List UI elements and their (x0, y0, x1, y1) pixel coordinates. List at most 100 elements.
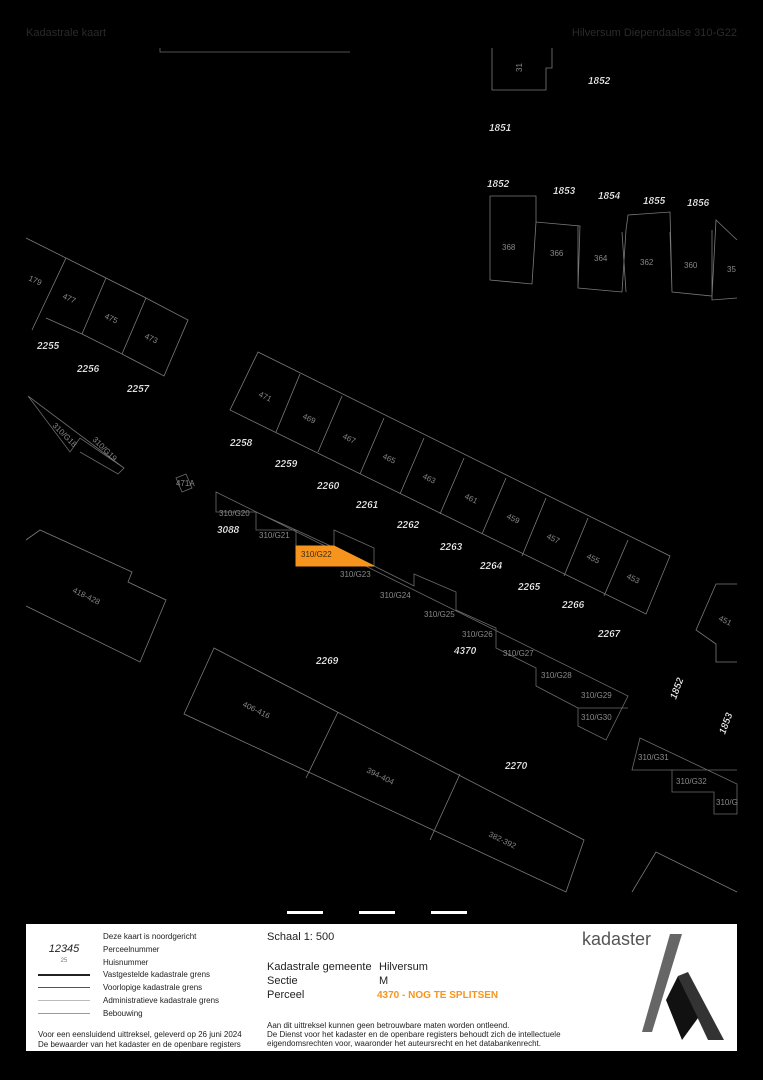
parcel-number: 2257 (126, 384, 150, 395)
building-bottom-right (631, 851, 738, 893)
legend-footer-line2: De bewaarder van het kadaster en de open… (38, 1040, 241, 1049)
parcel-g31-g32 (631, 737, 738, 815)
house-number: 471A (176, 479, 195, 488)
house-number: 31 (515, 63, 524, 72)
parcel-number: 1852 (487, 179, 510, 190)
legend-huisnummer-sample: 25 (60, 958, 68, 964)
house-number: 473 (143, 332, 159, 346)
parcel-code: 310/G32 (676, 777, 707, 786)
building-418-428 (25, 529, 167, 663)
building-row-top-right (489, 195, 738, 301)
scale-text: Schaal 1: 500 (267, 931, 335, 943)
parcel-number: 2255 (36, 341, 60, 352)
house-number: 179 (27, 274, 43, 288)
header-left: Kadastrale kaart (26, 27, 107, 39)
parcel-number: 1853 (717, 711, 735, 736)
parcel-code: 310/G20 (219, 509, 250, 518)
cadastral-map[interactable]: 31 368 366 364 362 360 35 179 477 475 47… (0, 0, 763, 900)
scale-bar-segment (431, 911, 467, 914)
parcel-number: 4370 (453, 646, 477, 657)
disclaimer-line3: eigendomsrechten voor, waaronder het aut… (267, 1039, 541, 1048)
house-number: 35 (727, 265, 736, 274)
parcel-number: 2266 (561, 600, 585, 611)
parcel-code: 310/G21 (259, 531, 290, 540)
house-number: 368 (502, 243, 516, 252)
parcel-number: 2270 (504, 761, 528, 772)
scale-bar-segment (359, 911, 395, 914)
parcel-number: 2264 (479, 561, 503, 572)
parcel-g18-g19 (27, 395, 125, 475)
legend-administratieve: Administratieve kadastrale grens (103, 996, 220, 1005)
house-number: 418-428 (71, 586, 102, 607)
parcel-number: 1852 (668, 676, 686, 701)
legend-bebouwing: Bebouwing (103, 1009, 143, 1018)
parcel-code: 310/G31 (638, 753, 669, 762)
parcel-number: 2265 (517, 582, 541, 593)
legend-vastgestelde: Vastgestelde kadastrale grens (103, 970, 211, 979)
parcel-471a (175, 473, 193, 493)
kadaster-brand-text: kadaster (582, 929, 652, 949)
parcel-code: 310/G30 (581, 713, 612, 722)
house-number: 382-392 (487, 830, 518, 851)
building-row-main (229, 351, 671, 615)
perceel-value: 4370 - NOG TE SPLITSEN (377, 990, 499, 1001)
legend-perceelnummer: Perceelnummer (103, 945, 160, 954)
building-top (491, 48, 553, 91)
sectie-value: M (379, 975, 389, 987)
parcel-number: 1851 (489, 123, 512, 134)
house-number: 360 (684, 261, 698, 270)
house-number: 463 (421, 472, 437, 486)
parcel-number: 2258 (229, 438, 253, 449)
header-right: Hilversum Diependaalse 310-G22 (571, 27, 737, 39)
building-row-lower (183, 647, 585, 893)
parcel-code: 310/G26 (462, 630, 493, 639)
parcel-code: 310/G29 (581, 691, 612, 700)
parcel-number: 2262 (396, 520, 420, 531)
perceel-label: Perceel (267, 989, 305, 1001)
gemeente-label: Kadastrale gemeente (267, 961, 372, 973)
house-number: 406-416 (241, 700, 272, 721)
building-451 (695, 583, 737, 663)
parcel-code: 310/G19 (91, 435, 119, 463)
parcel-g-strip (215, 491, 629, 741)
house-number: 366 (550, 249, 564, 258)
legend-line-administratieve (38, 1000, 90, 1001)
house-number: 477 (61, 292, 77, 306)
house-number: 459 (505, 512, 521, 526)
legend-voorlopige: Voorlopige kadastrale grens (103, 983, 203, 992)
parcel-code: 310/G25 (424, 610, 455, 619)
house-number: 467 (341, 432, 357, 446)
scale-bar-segment (287, 911, 323, 914)
legend-line-bebouwing (38, 1013, 90, 1014)
disclaimer-line1: Aan dit uittreksel kunnen geen betrouwba… (267, 1021, 510, 1030)
parcel-code: 310/G27 (503, 649, 534, 658)
legend-footer-line1: Voor een eensluidend uittreksel, gelever… (38, 1030, 242, 1039)
house-number: 461 (463, 492, 479, 506)
house-number: 457 (545, 532, 561, 546)
parcel-number: 2260 (316, 481, 340, 492)
house-number: 394-404 (365, 766, 396, 787)
house-number: 453 (625, 572, 641, 586)
legend-perceelnummer-sample: 12345 (48, 943, 80, 955)
highlighted-parcel-g22[interactable] (295, 545, 375, 567)
parcel-number: 2269 (315, 656, 339, 667)
legend-line-voorlopige (38, 987, 90, 988)
parcel-number: 2256 (76, 364, 100, 375)
house-number: 465 (381, 452, 397, 466)
parcel-code: 310/G28 (541, 671, 572, 680)
parcel-number: 2267 (597, 629, 621, 640)
house-number: 362 (640, 258, 654, 267)
parcel-number: 1853 (553, 186, 576, 197)
parcel-code: 310/G24 (380, 591, 411, 600)
parcel-code: 310/G23 (340, 570, 371, 579)
legend-line-vastgestelde (38, 974, 90, 976)
house-number: 469 (301, 412, 317, 426)
parcel-number: 2261 (355, 500, 379, 511)
sectie-label: Sectie (267, 975, 298, 987)
legend-panel: Deze kaart is noordgericht 12345 Perceel… (26, 924, 737, 1051)
parcel-number: 1854 (598, 191, 621, 202)
house-number: 475 (103, 312, 119, 326)
house-number: 455 (585, 552, 601, 566)
parcel-number: 1855 (643, 196, 666, 207)
house-number: 451 (717, 614, 733, 628)
